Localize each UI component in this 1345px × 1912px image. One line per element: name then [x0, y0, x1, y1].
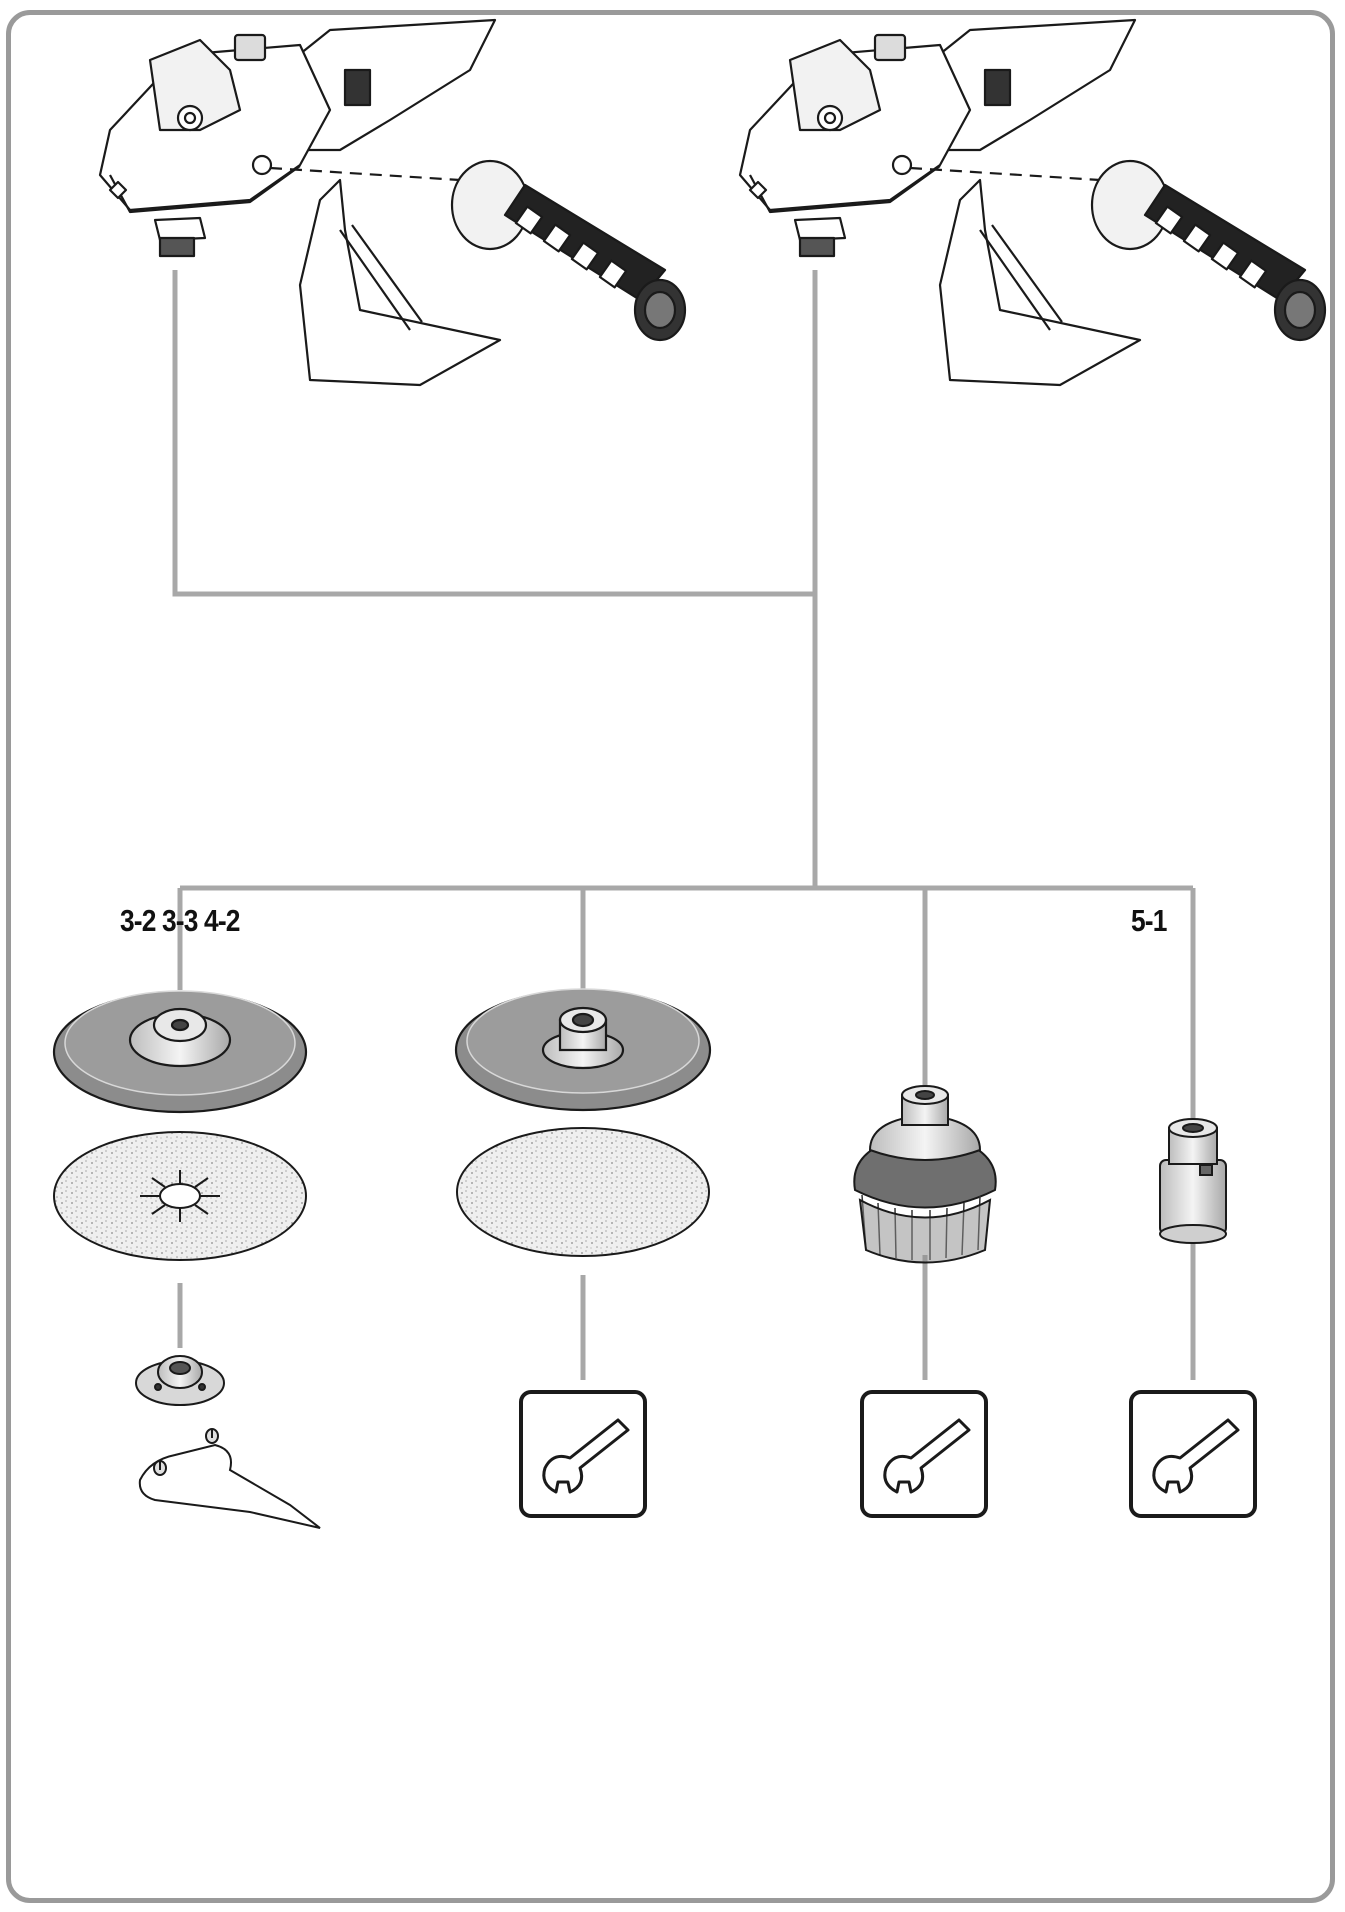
connector-lines — [172, 270, 1196, 1380]
backing-pad-threaded-icon — [454, 988, 712, 1112]
angle-grinder-icon — [738, 18, 1137, 258]
connector-left-tool — [172, 270, 815, 597]
side-handle-right — [909, 159, 1327, 387]
sanding-disc-icon — [53, 1131, 307, 1261]
sanding-disc-icon — [456, 1127, 710, 1257]
wrench-symbol-icon — [1129, 1390, 1257, 1518]
angle-grinder-icon — [98, 18, 497, 258]
diagram-frame — [6, 10, 1335, 1903]
wrench-symbol-icon — [860, 1390, 988, 1518]
section-label-left: 3-2 3-3 4-2 — [120, 903, 240, 938]
clamp-nut-icon — [135, 1355, 225, 1406]
section-label-right: 5-1 — [1131, 903, 1167, 938]
wire-brush-icon — [853, 1085, 997, 1264]
backing-pad-icon — [52, 990, 308, 1114]
pin-spanner-icon — [138, 1428, 321, 1529]
adapter-icon — [1159, 1118, 1227, 1244]
side-handle-left — [269, 159, 687, 387]
wrench-symbol-icon — [519, 1390, 647, 1518]
